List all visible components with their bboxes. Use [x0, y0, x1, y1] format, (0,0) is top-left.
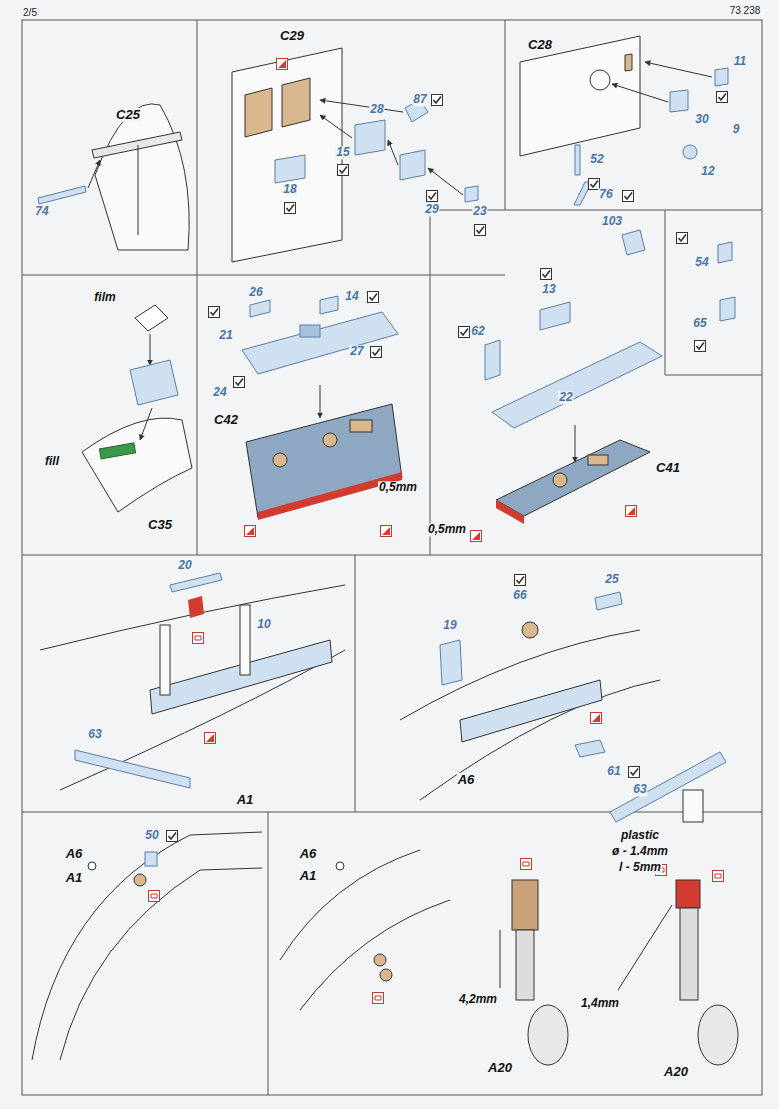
- page-number: 2/5: [22, 7, 38, 18]
- callout-number: 66: [512, 589, 527, 602]
- part-label: A20: [663, 1065, 689, 1079]
- callout-number: 74: [34, 205, 49, 218]
- callout-number: 24: [212, 386, 227, 399]
- part-label: C35: [147, 518, 173, 532]
- part-label: C41: [655, 461, 681, 475]
- callout-number: 26: [248, 286, 263, 299]
- part-label: C25: [115, 108, 141, 122]
- callout-number: 30: [694, 113, 709, 126]
- callout-number: 28: [369, 103, 384, 116]
- callout-number: 10: [256, 618, 271, 631]
- callout-number: 22: [558, 391, 573, 404]
- callout-number: 25: [604, 573, 619, 586]
- callout-number: 65: [692, 317, 707, 330]
- callout-number: 14: [344, 290, 359, 303]
- dimension: 1,4mm: [580, 997, 620, 1010]
- callout-number: 62: [470, 325, 485, 338]
- callout-number: 29: [424, 203, 439, 216]
- callout-number: 21: [218, 329, 233, 342]
- callout-number: 13: [541, 283, 556, 296]
- callout-number: 12: [700, 165, 715, 178]
- note-text: plastic: [620, 829, 660, 842]
- dimension: 0,5mm: [378, 481, 418, 494]
- callout-number: 20: [177, 559, 192, 572]
- callout-number: 103: [601, 215, 623, 228]
- dimension: 0,5mm: [427, 523, 467, 536]
- callout-number: 76: [598, 188, 613, 201]
- callout-number: 63: [87, 728, 102, 741]
- callout-number: 19: [442, 619, 457, 632]
- part-label: C28: [527, 38, 553, 52]
- part-label: C29: [279, 29, 305, 43]
- callout-number: 27: [349, 345, 364, 358]
- page-number: 73 238: [729, 5, 762, 16]
- callout-number: 9: [732, 123, 741, 136]
- part-label: A1: [299, 869, 318, 883]
- dimension: 4,2mm: [458, 993, 498, 1006]
- callout-number: 54: [694, 256, 709, 269]
- part-label: A6: [299, 847, 318, 861]
- callout-number: 23: [472, 205, 487, 218]
- part-label: A1: [236, 793, 255, 807]
- dimension: ø - 1.4mm: [611, 845, 669, 858]
- part-label: A6: [65, 847, 84, 861]
- callout-number: 18: [282, 183, 297, 196]
- callout-number: 63: [632, 783, 647, 796]
- callout-number: 87: [412, 93, 427, 106]
- callout-number: 52: [589, 153, 604, 166]
- note-text: fill: [44, 455, 60, 468]
- callout-number: 50: [144, 829, 159, 842]
- callout-number: 11: [733, 55, 747, 68]
- part-label: A20: [487, 1061, 513, 1075]
- dimension: l - 5mm: [618, 861, 662, 874]
- part-label: C42: [213, 413, 239, 427]
- note-text: film: [93, 291, 116, 304]
- callout-number: 61: [606, 765, 621, 778]
- part-label: A6: [457, 773, 476, 787]
- part-label: A1: [65, 871, 84, 885]
- callout-number: 15: [335, 146, 350, 159]
